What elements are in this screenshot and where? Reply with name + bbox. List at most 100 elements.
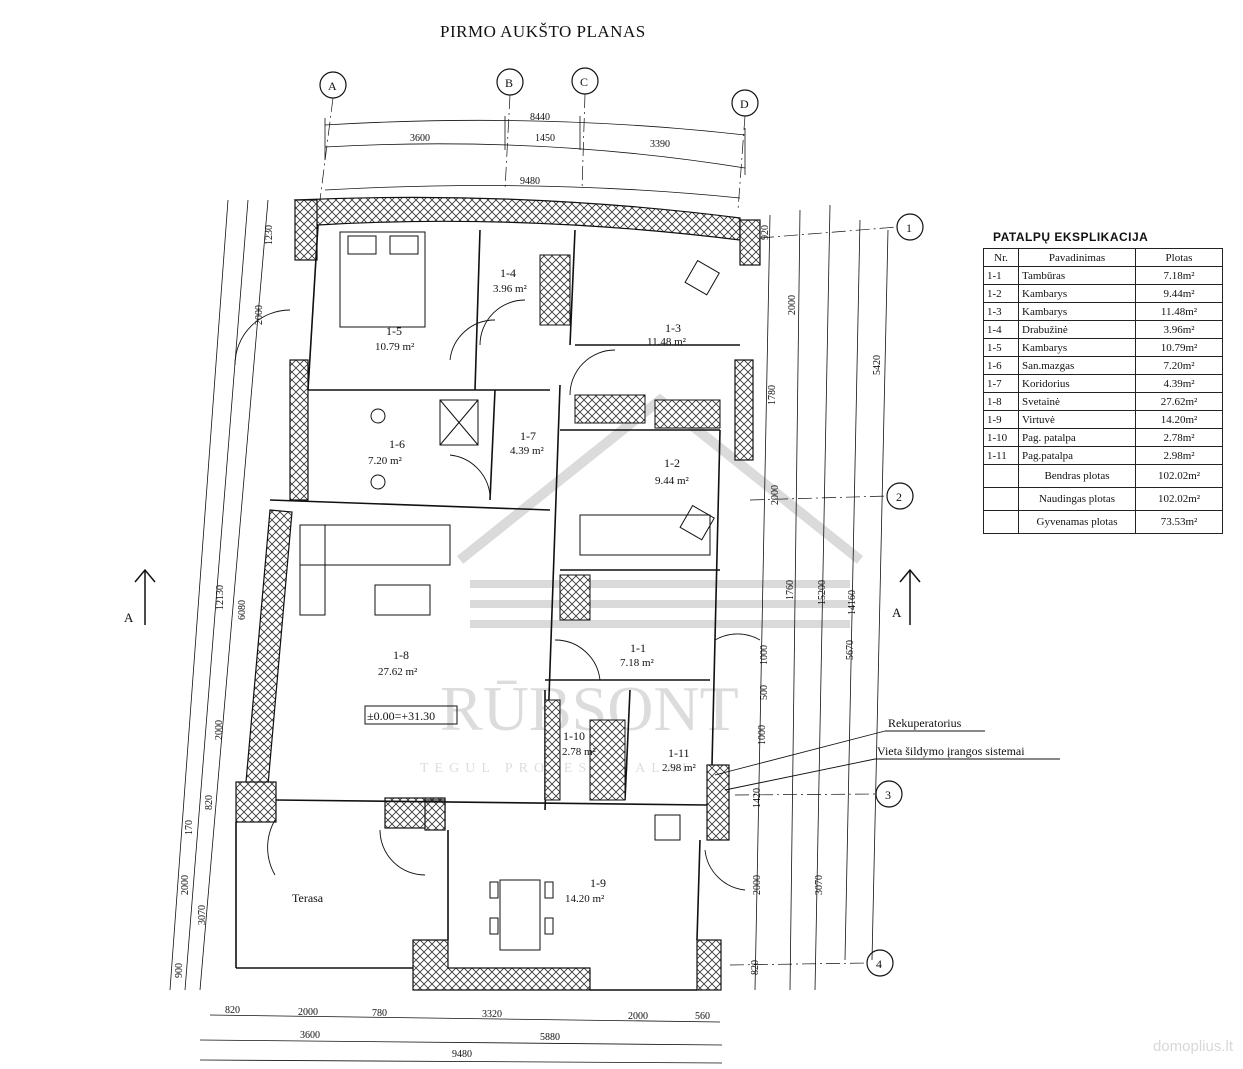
dim-left-9: 3070	[197, 905, 208, 925]
site-watermark: domoplius.lt	[1152, 1038, 1233, 1055]
dim-left-8: 2000	[180, 875, 191, 895]
row-area: 11.48m²	[1135, 302, 1223, 321]
dim-right-4: 2000	[770, 485, 781, 505]
row-nr: 1-3	[983, 302, 1019, 321]
row-name: Kambarys	[1018, 284, 1136, 303]
row-name: Koridorius	[1018, 374, 1136, 393]
row-name: Virtuvė	[1018, 410, 1136, 429]
room-labels: 1-5 10.79 m² 1-4 3.96 m² 1-3 11.48 m² 1-…	[292, 266, 697, 905]
dim-left-10: 900	[174, 963, 185, 978]
dim-right-11: 1000	[757, 725, 768, 745]
room-1-3-id: 1-3	[665, 321, 681, 335]
row-nr: 1-6	[983, 356, 1019, 375]
room-1-1-area: 7.18 m²	[620, 657, 655, 669]
row-name: Pag.patalpa	[1018, 446, 1136, 465]
row-area: 27.62m²	[1135, 392, 1223, 411]
row-area: 2.98m²	[1135, 446, 1223, 465]
header-nr: Nr.	[983, 248, 1019, 267]
row-area: 14.20m²	[1135, 410, 1223, 429]
dim-right-15: 3070	[814, 875, 825, 895]
total-value: 102.02m²	[1135, 464, 1223, 488]
axis-1-label: 1	[906, 221, 912, 235]
room-1-7-area: 4.39 m²	[510, 445, 545, 457]
room-1-2-id: 1-2	[664, 456, 680, 470]
dim-bottom-mid-2: 5880	[540, 1032, 560, 1043]
row-area: 7.18m²	[1135, 266, 1223, 285]
dim-right-8: 5670	[845, 640, 856, 660]
row-nr: 1-7	[983, 374, 1019, 393]
room-1-8-area: 27.62 m²	[378, 666, 418, 678]
room-1-4-id: 1-4	[500, 266, 516, 280]
room-1-6-area: 7.20 m²	[368, 455, 403, 467]
dim-right-6: 14160	[847, 590, 858, 615]
room-1-10-id: 1-10	[563, 729, 585, 743]
row-nr: 1-11	[983, 446, 1019, 465]
dim-left-1: 1230	[264, 225, 275, 245]
room-1-5-area: 10.79 m²	[375, 341, 415, 353]
axis-c-label: C	[580, 75, 588, 89]
room-1-3-area: 11.48 m²	[647, 336, 687, 348]
dim-top-seg-1: 3600	[410, 133, 430, 144]
row-name: San.mazgas	[1018, 356, 1136, 375]
dim-right-7: 5420	[872, 355, 883, 375]
row-nr: 1-4	[983, 320, 1019, 339]
section-marks	[134, 568, 921, 625]
dim-right-9: 1760	[785, 580, 796, 600]
dim-left-4: 6080	[237, 600, 248, 620]
dim-top-seg-3: 3390	[650, 139, 670, 150]
axis-b-label: B	[505, 76, 513, 90]
room-1-2-area: 9.44 m²	[655, 475, 690, 487]
row-name: Pag. patalpa	[1018, 428, 1136, 447]
room-1-9-area: 14.20 m²	[565, 893, 605, 905]
row-name: Kambarys	[1018, 302, 1136, 321]
row-nr: 1-5	[983, 338, 1019, 357]
total-label: Bendras plotas	[1018, 464, 1136, 488]
dim-right-3: 1780	[767, 385, 778, 405]
room-1-4-area: 3.96 m²	[493, 283, 528, 295]
row-nr: 1-8	[983, 392, 1019, 411]
axis-a-label: A	[328, 79, 337, 93]
dim-right-16: 820	[750, 960, 761, 975]
dim-left-5: 2000	[214, 720, 225, 740]
row-area: 2.78m²	[1135, 428, 1223, 447]
axis-3-label: 3	[885, 788, 891, 802]
section-mark-left: A	[124, 610, 134, 625]
header-name: Pavadinimas	[1018, 248, 1136, 267]
level-label: ±0.00=+31.30	[367, 709, 435, 723]
room-1-9-id: 1-9	[590, 876, 606, 890]
door-swings	[234, 299, 761, 891]
dim-right-14: 2000	[752, 875, 763, 895]
plan-title: PIRMO AUKŠTO PLANAS	[440, 22, 646, 41]
dim-right-12: 500	[759, 685, 770, 700]
dim-bottom-mid-1: 3600	[300, 1030, 320, 1041]
section-mark-right: A	[892, 605, 902, 620]
explication-panel: PATALPŲ EKSPLIKACIJA Nr. Pavadinimas Plo…	[983, 230, 1233, 534]
storage-blocks	[539, 254, 721, 801]
terrace-label: Terasa	[292, 891, 324, 905]
room-1-6-id: 1-6	[389, 437, 405, 451]
exterior-walls	[235, 196, 761, 991]
dim-bottom-total: 9480	[452, 1049, 472, 1060]
dim-top-overall: 8440	[530, 112, 550, 123]
dim-top-seg-2: 1450	[535, 133, 555, 144]
furniture	[299, 231, 720, 951]
row-area: 10.79m²	[1135, 338, 1223, 357]
dim-left-6: 820	[204, 795, 215, 810]
watermark-text: RŪBSONT	[440, 673, 739, 744]
total-label: Naudingas plotas	[1018, 487, 1136, 511]
row-nr: 1-2	[983, 284, 1019, 303]
annotations	[714, 730, 1060, 791]
row-nr: 1-1	[983, 266, 1019, 285]
dim-right-1: 920	[760, 225, 771, 240]
total-value: 102.02m²	[1135, 487, 1223, 511]
